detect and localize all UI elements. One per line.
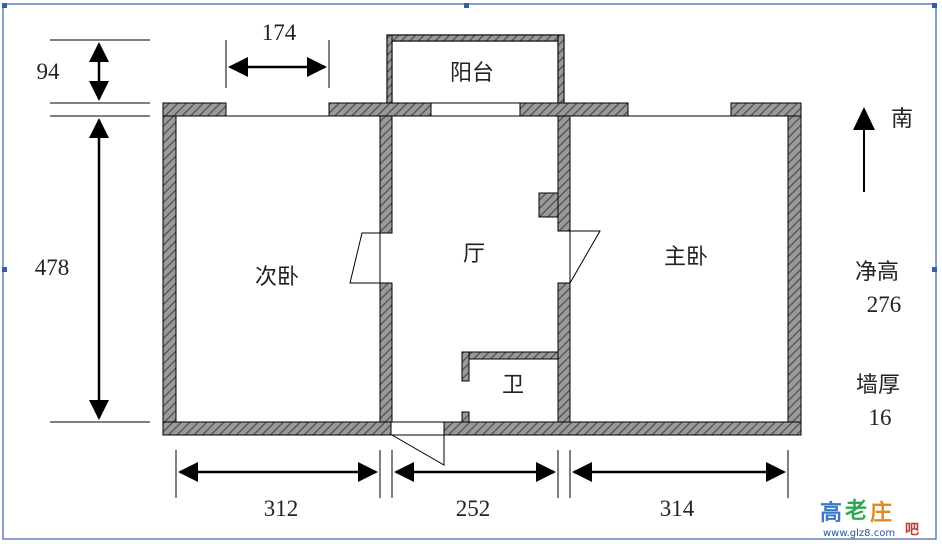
dim-top-width: 174 <box>262 20 297 45</box>
wall-top-right <box>730 102 802 117</box>
dim-bottom-mid: 252 <box>456 496 491 521</box>
room-living-label: 厅 <box>463 242 485 267</box>
dimension-lines <box>50 39 789 498</box>
wall-bath-top <box>461 351 559 360</box>
door-entrance <box>390 434 445 466</box>
frame-handle <box>932 267 937 272</box>
door-second-bedroom <box>349 232 381 284</box>
wall-partition-right-bottom <box>557 282 571 423</box>
wall-top-left <box>162 102 227 117</box>
wall-column <box>538 192 559 218</box>
room-second-bedroom-label: 次卧 <box>255 265 299 290</box>
frame-handle <box>464 3 469 8</box>
frame-handle <box>932 3 937 8</box>
balcony <box>386 34 565 104</box>
wall-bath-stub <box>461 411 470 423</box>
watermark-char: 庄 <box>870 500 892 526</box>
watermark-char: 老 <box>844 499 867 524</box>
watermark-char: 高 <box>820 500 842 526</box>
windows <box>226 102 731 117</box>
walls <box>162 102 802 436</box>
frame-handle <box>2 267 7 272</box>
wall-partition-right-top <box>557 115 571 232</box>
north-arrow-icon <box>853 107 875 192</box>
dim-bottom-left: 312 <box>264 496 299 521</box>
dim-bottom-right: 314 <box>660 496 695 521</box>
wall-top-left-mid <box>328 102 432 117</box>
ceiling-value: 276 <box>867 292 902 317</box>
wall-partition-left-top <box>379 115 393 234</box>
wall-bottom-left <box>162 421 392 436</box>
door-master-bedroom <box>569 230 601 285</box>
wall-right <box>787 115 802 423</box>
doors <box>349 230 601 466</box>
room-balcony-label: 阳台 <box>450 61 494 86</box>
wall-top-right-mid <box>519 102 629 117</box>
wall-left <box>162 115 177 423</box>
watermark-char: 吧 <box>905 522 919 538</box>
wall-partition-left-bottom <box>379 282 393 423</box>
wall-thickness-value: 16 <box>869 405 892 430</box>
compass-label: 南 <box>891 107 913 132</box>
dim-top-height: 94 <box>37 59 61 84</box>
frame-handle <box>2 3 7 8</box>
room-bathroom-label: 卫 <box>502 373 524 398</box>
dim-left-height: 478 <box>35 255 70 280</box>
ceiling-label: 净高 <box>855 260 899 285</box>
wall-thickness-label: 墙厚 <box>856 373 900 398</box>
watermark-logo: 高 老 庄 吧 <box>820 499 919 538</box>
room-master-bedroom-label: 主卧 <box>664 245 708 270</box>
watermark-url: www.glz8.com <box>823 528 895 539</box>
wall-bottom-right <box>443 421 802 436</box>
wall-bath-left <box>461 351 470 382</box>
